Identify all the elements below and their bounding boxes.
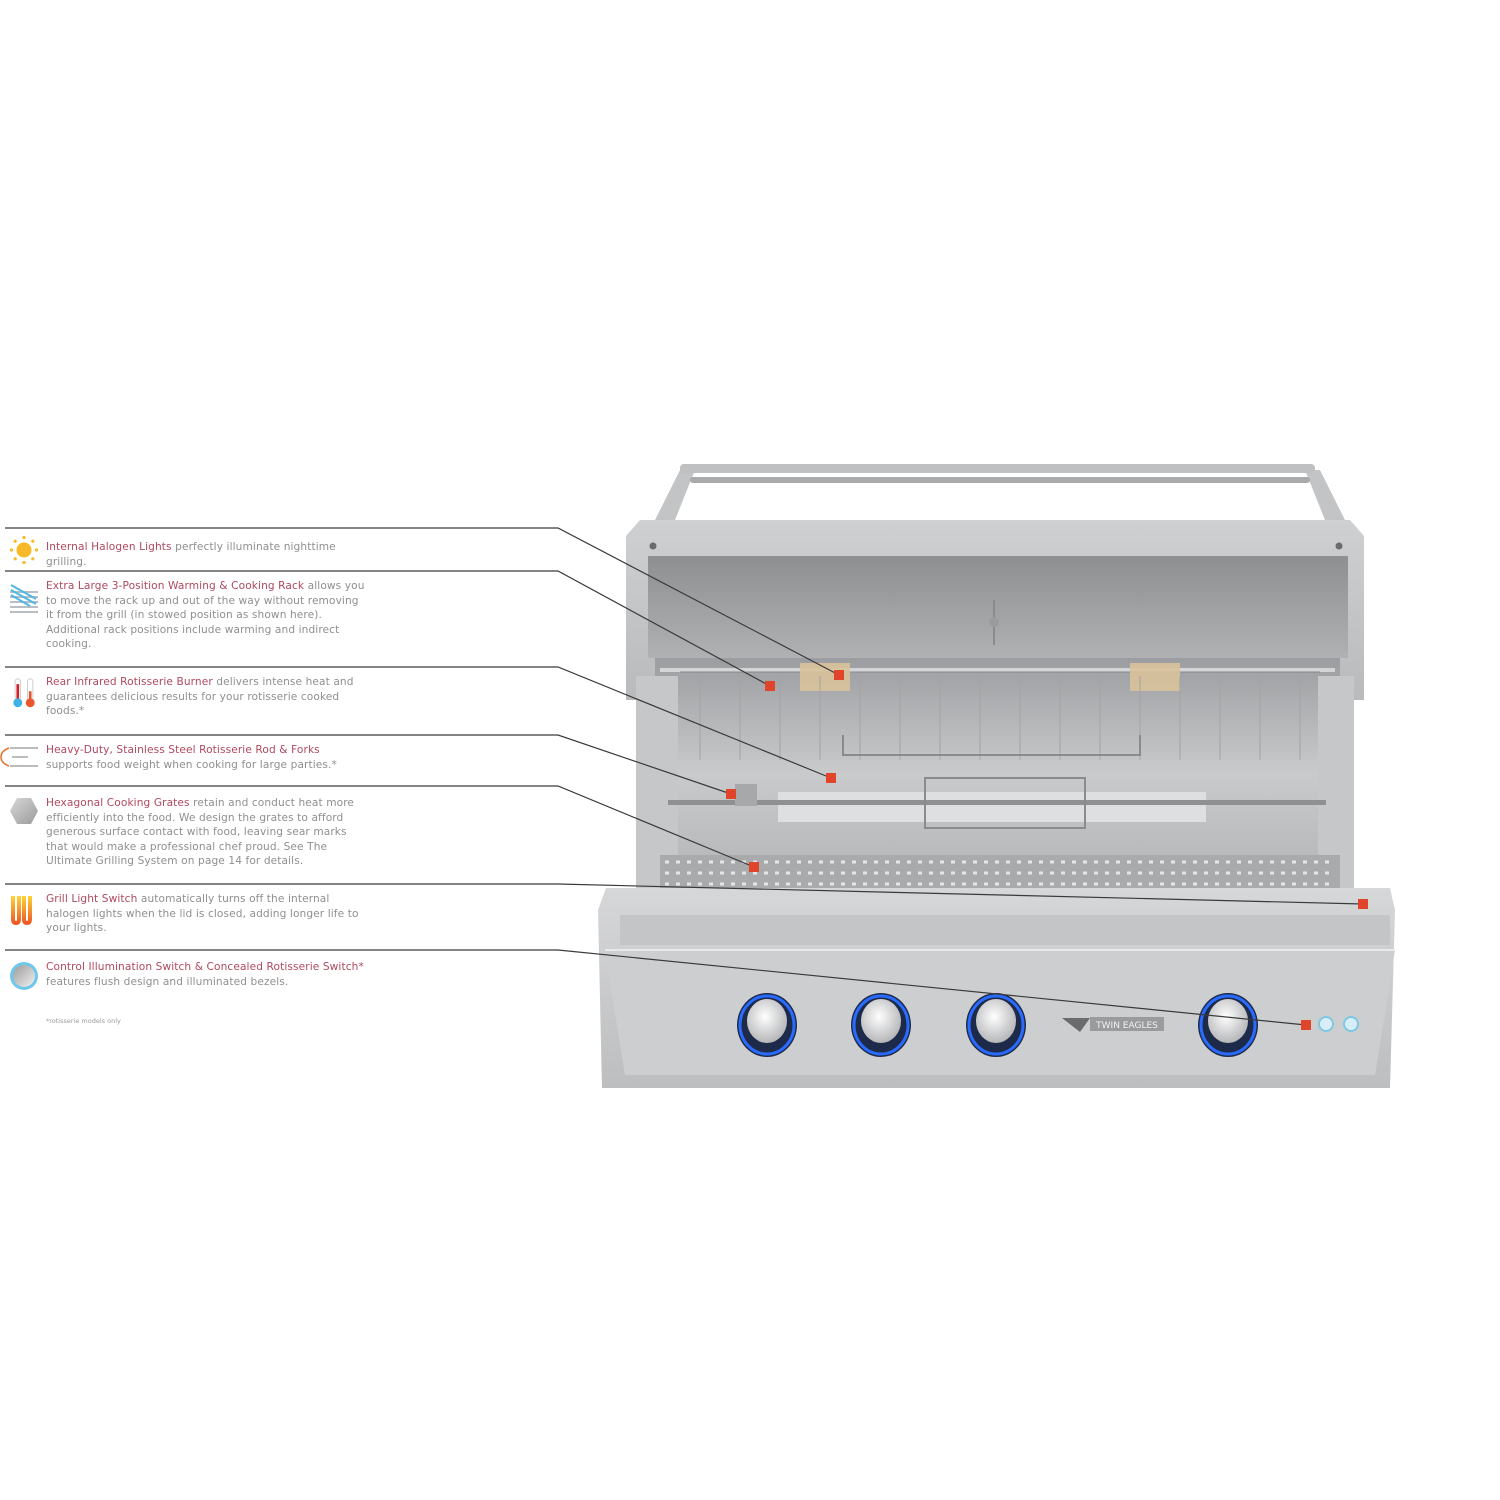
burner-knob[interactable] [851,993,911,1057]
feature-title: Rear Infrared Rotisserie Burner [46,676,213,688]
grill-body [598,888,1395,1088]
heat-flame-icon [11,896,37,925]
hood-handle [655,464,1345,520]
burner-knob[interactable] [1198,993,1258,1057]
feature-title: Grill Light Switch [46,893,138,905]
hexagon-grate-icon [10,798,38,824]
feature-body: supports food weight when cooking for la… [46,758,337,771]
feature-rotisserie-rod: Heavy-Duty, Stainless Steel Rotisserie R… [46,743,366,772]
feature-warming-rack: Extra Large 3-Position Warming & Cooking… [46,579,366,652]
rotisserie-switch[interactable] [1343,1016,1359,1032]
footnote: *rotisserie models only [46,1017,121,1025]
brand-badge: TWIN EAGLES [1062,1017,1164,1032]
feature-title: Control Illumination Switch & Concealed … [46,961,364,973]
feature-halogen-lights: Internal Halogen Lights perfectly illumi… [46,540,366,569]
feature-grill-light-switch: Grill Light Switch automatically turns o… [46,892,366,936]
grill-illustration: TWIN EAGLES [598,464,1395,1088]
rotisserie-rod-icon [0,747,38,767]
illumination-switch[interactable] [1318,1016,1334,1032]
burner-knob[interactable] [966,993,1026,1057]
thermometer-icon [13,678,35,708]
cooking-cavity [636,658,1354,896]
feature-body: features flush design and illuminated be… [46,975,289,988]
warming-rack-icon [10,584,38,613]
feature-title: Internal Halogen Lights [46,541,172,553]
feature-title: Heavy-Duty, Stainless Steel Rotisserie R… [46,744,320,756]
feature-hexagonal-grates: Hexagonal Cooking Grates retain and cond… [46,796,366,869]
feature-infrared-burner: Rear Infrared Rotisserie Burner delivers… [46,675,366,719]
brand-badge-text: TWIN EAGLES [1095,1021,1158,1031]
feature-control-illumination-switch: Control Illumination Switch & Concealed … [46,960,376,989]
burner-knob[interactable] [737,993,797,1057]
feature-title: Hexagonal Cooking Grates [46,797,190,809]
illuminated-switch-icon [10,962,38,990]
sun-icon [9,535,39,565]
feature-title: Extra Large 3-Position Warming & Cooking… [46,580,305,592]
